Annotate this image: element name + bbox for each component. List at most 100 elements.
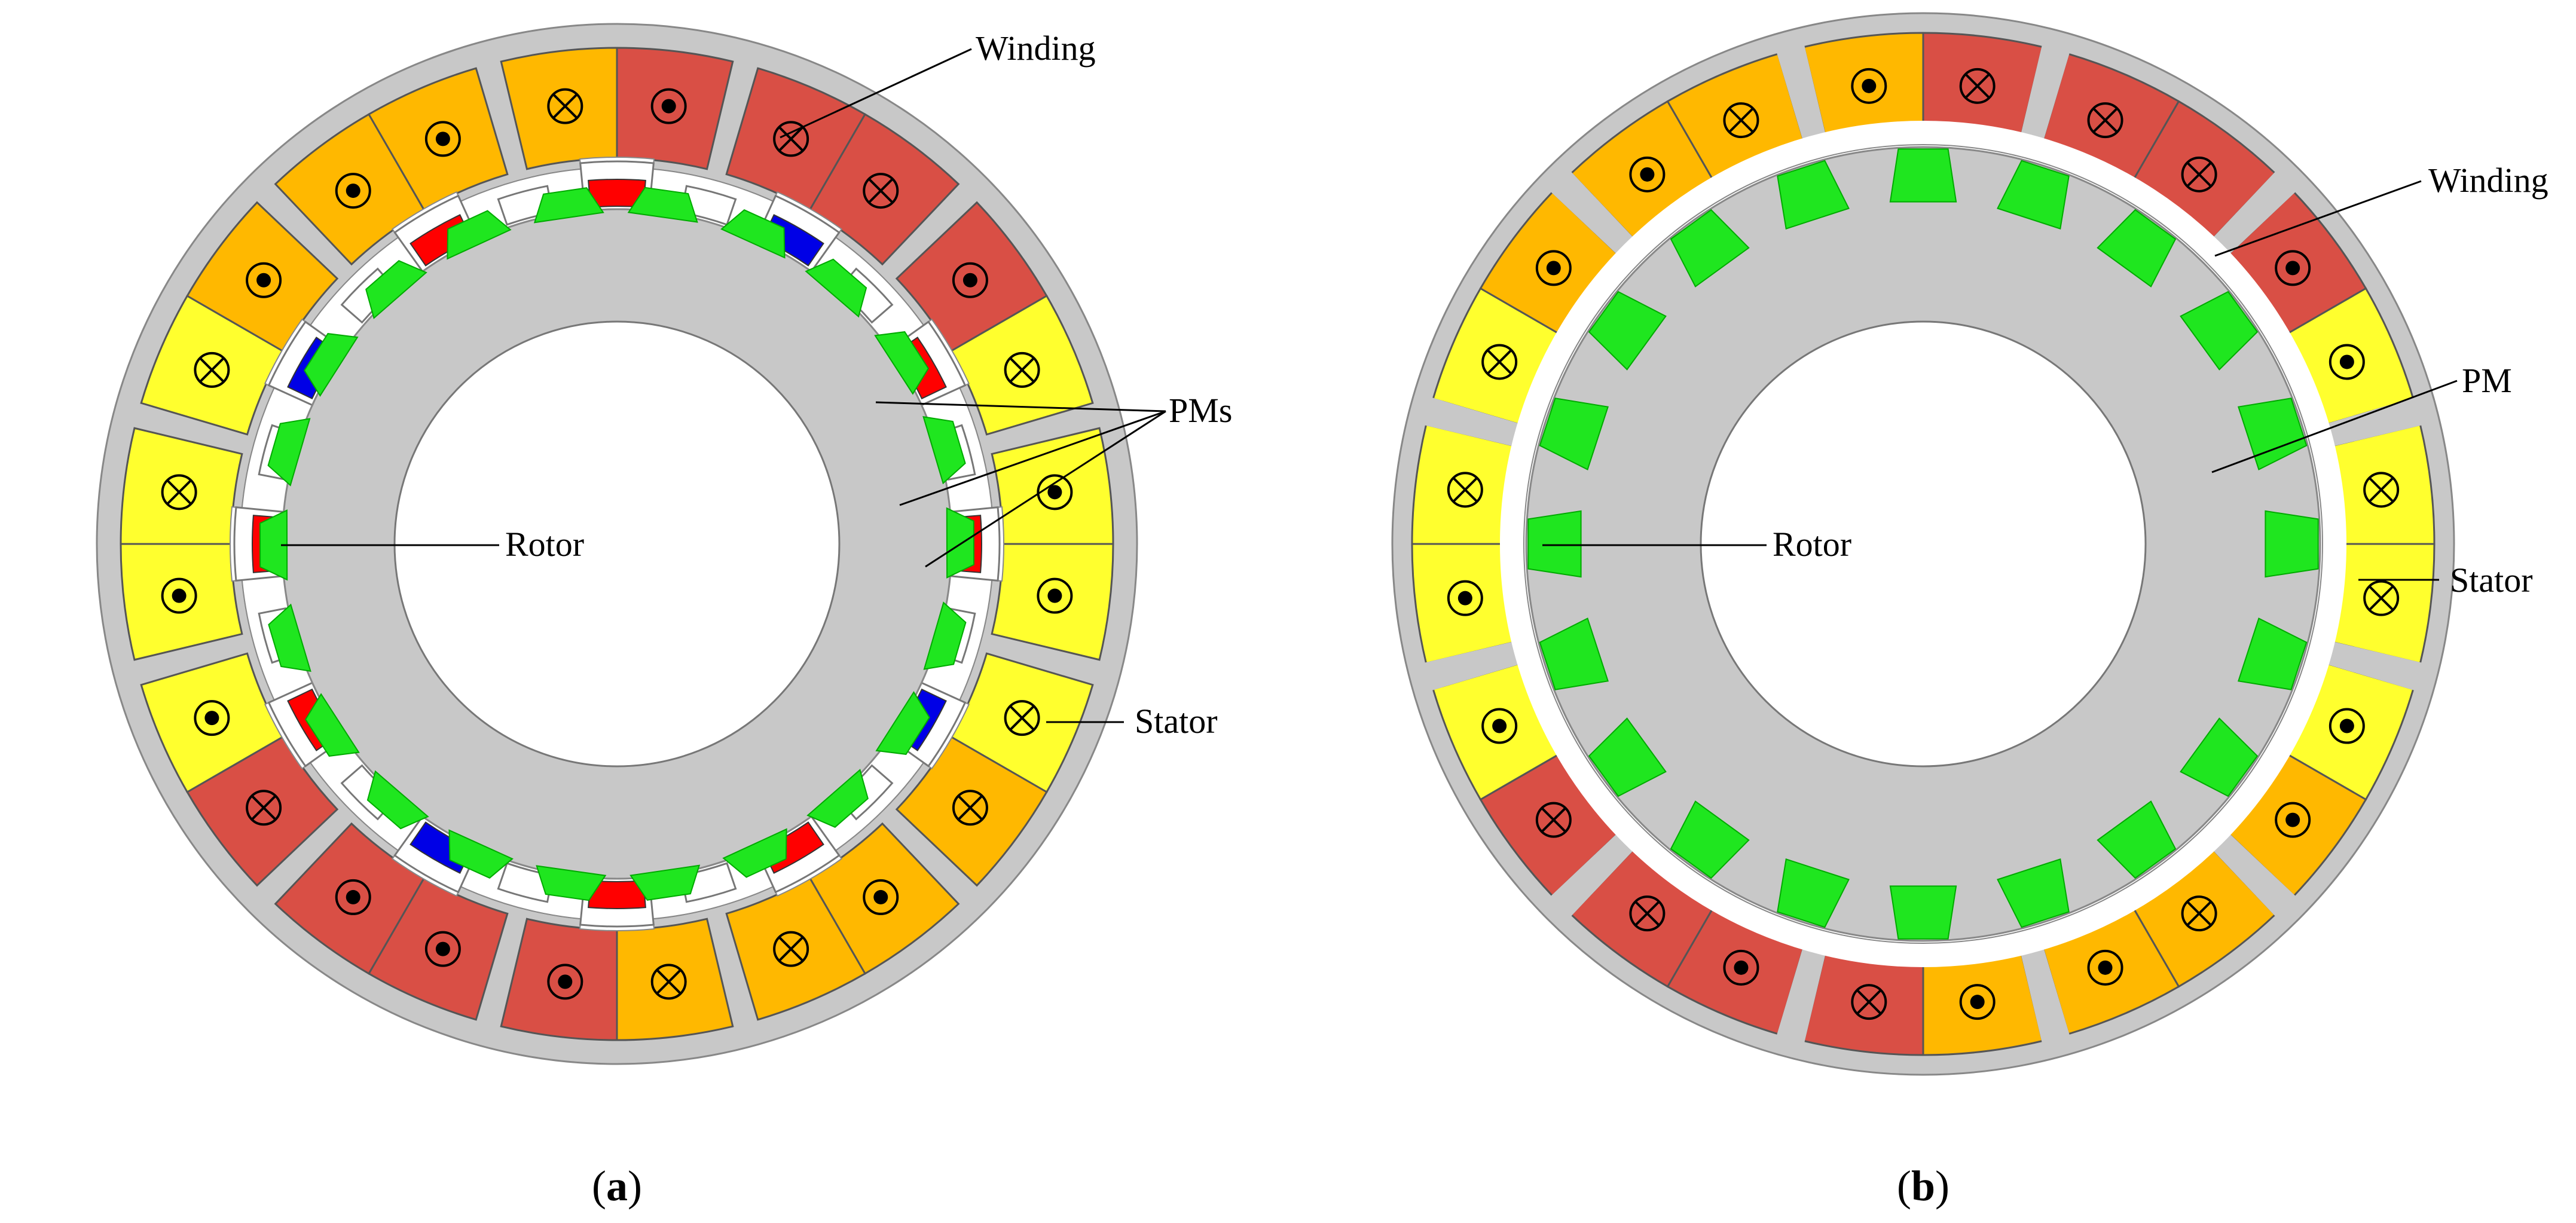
current-out-icon [246,262,282,298]
machine-cross-section-b [1391,12,2455,1076]
current-out-icon [1037,474,1073,510]
current-in-cross [1452,477,1478,503]
current-in-icon [2087,102,2123,139]
pm-leader-line-a-1 [875,401,1166,412]
current-in-icon [246,790,282,826]
current-in-circle [1629,895,1666,932]
current-dot-icon [1047,485,1062,500]
rotor-pole [1670,209,1750,288]
current-in-cross [1009,357,1035,383]
rotor-pole [722,828,787,878]
current-in-cross [656,969,682,995]
current-out-icon [335,173,371,209]
current-out-icon [1851,68,1887,104]
current-in-cross [1009,705,1035,731]
current-in-icon [1447,472,1483,508]
caption-b: (b) [1897,1162,1949,1210]
rotor-pole [1588,291,1667,371]
current-out-icon [1447,580,1483,616]
current-out-icon [335,879,371,915]
current-in-circle [194,351,230,388]
current-in-circle [161,474,197,510]
current-out-icon [1723,949,1759,986]
rotor-pole [923,601,967,670]
current-dot-icon [1970,995,1985,1010]
rotor-pole [2097,800,2177,879]
current-in-circle [2181,156,2217,192]
current-out-icon [1481,708,1518,744]
current-in-circle [547,88,583,124]
rotor-pole [268,603,311,672]
current-in-circle [1535,802,1572,838]
current-in-cross [2186,900,2212,927]
current-dot-icon [435,941,450,956]
current-in-icon [773,931,809,967]
current-in-icon [2181,895,2217,932]
current-dot-icon [1492,718,1507,733]
stator-tooth [1423,639,1528,691]
current-in-circle [773,931,809,967]
winding-leader-line-a [780,48,972,139]
rotor-pole [720,209,786,259]
stator-tooth [1776,44,1828,149]
current-dot-icon [2339,354,2354,369]
rotor-pole [1588,717,1667,797]
stator-tooth [2018,44,2070,149]
current-dot-icon [1640,167,1655,182]
rotor-pole [2237,617,2308,690]
current-in-cross [2092,107,2118,133]
stator-tooth [1550,827,1640,918]
current-in-circle [1004,700,1040,736]
rotor-pole [946,507,975,579]
current-in-cross [1856,989,1882,1015]
shaft-bore [393,320,841,768]
current-out-icon [2087,949,2123,986]
current-in-cross [1634,900,1660,927]
current-in-icon [2363,580,2400,616]
rotor-pole [2180,717,2259,797]
rotor-pole [875,691,930,755]
winding-leader-line-b [2214,180,2422,257]
pm-leader-line-a-3 [925,410,1166,568]
rotor-pole [1889,885,1957,940]
caption-a: (a) [592,1162,642,1210]
panel-a-diagram: Winding PMs Rotor Stator (a) [96,23,1232,1210]
rotor-pole [259,509,288,581]
current-in-icon [773,121,809,157]
current-in-cross [1964,73,1990,99]
current-in-cross [199,357,225,383]
pm-leader-line-a-2 [899,410,1166,506]
current-out-icon [161,577,197,614]
current-dot-icon [661,99,676,114]
current-in-cross [1541,807,1567,833]
current-in-cross [868,178,894,204]
stator-tooth [2018,939,2070,1044]
current-in-circle [863,173,899,209]
current-in-cross [778,936,804,962]
panel-b-diagram: Winding PM Rotor Stator (b) [1391,12,2549,1210]
current-out-icon [650,88,687,124]
current-in-circle [1481,344,1518,380]
current-out-icon [952,262,988,298]
current-dot-icon [172,588,187,603]
stator-tooth [2207,827,2297,918]
rotor-pole [1889,148,1957,203]
current-in-cross [957,795,983,821]
current-in-icon [161,474,197,510]
current-dot-icon [204,711,219,726]
current-in-icon [863,173,899,209]
current-dot-icon [2098,960,2113,975]
rotor-pole [1670,800,1750,879]
rotor-pole [805,258,867,318]
current-in-circle [650,964,687,1000]
current-dot-icon [873,889,888,904]
stator-tooth [2318,397,2424,449]
rotor-pole [2180,291,2259,371]
rotor-pole [627,186,698,223]
current-in-circle [1004,351,1040,388]
current-dot-icon [256,273,271,288]
rotor-pole [366,770,429,830]
current-out-icon [424,931,461,967]
current-in-circle [773,121,809,157]
